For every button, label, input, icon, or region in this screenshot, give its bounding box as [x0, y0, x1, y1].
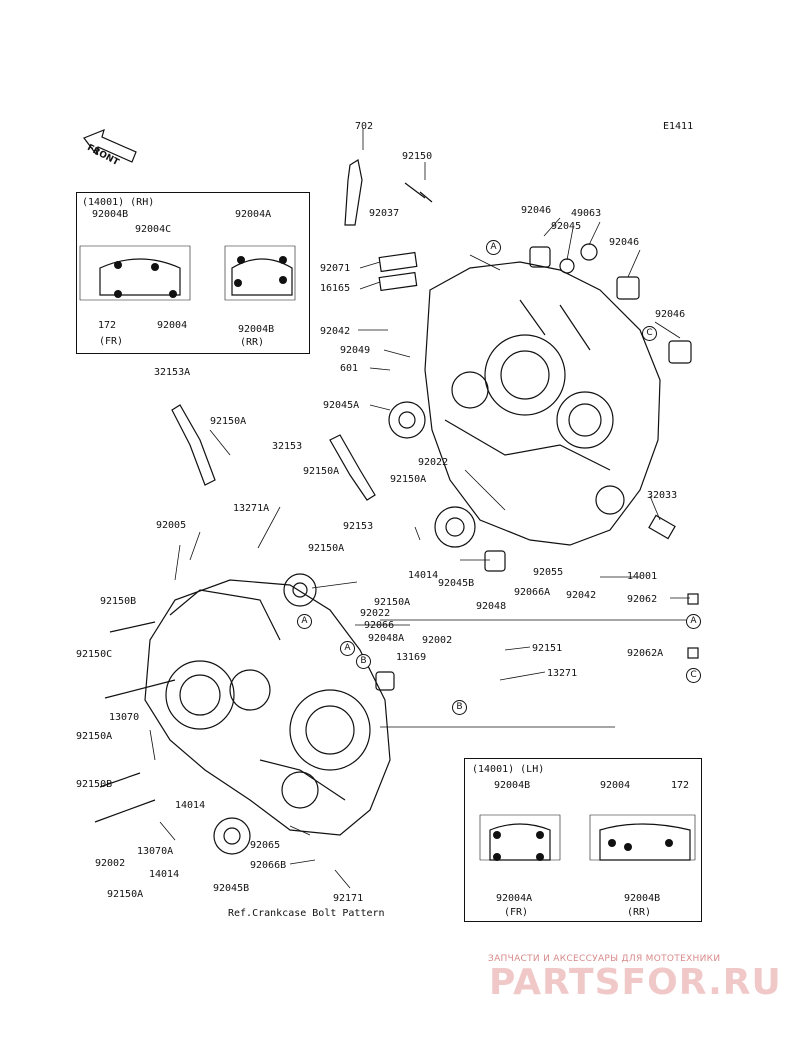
callout-c: C — [642, 326, 657, 341]
inset-rh-label: 92004B — [92, 209, 129, 220]
inset-lh-label: (RR) — [627, 907, 652, 918]
part-label: 92150B — [100, 596, 137, 607]
part-label: 601 — [340, 363, 359, 374]
inset-lh-frame — [464, 758, 702, 922]
part-label: 702 — [355, 121, 374, 132]
part-label: 13169 — [396, 652, 427, 663]
callout-a: A — [340, 641, 355, 656]
part-label: 92066A — [514, 587, 551, 598]
diagram-code: E1411 — [663, 121, 694, 132]
part-label: 92066B — [250, 860, 287, 871]
reference-note: Ref.Crankcase Bolt Pattern — [228, 908, 385, 919]
part-label: 92150A — [374, 597, 411, 608]
part-label: 92066 — [364, 620, 395, 631]
part-label: 92153 — [343, 521, 374, 532]
part-label: 92171 — [333, 893, 364, 904]
part-label: 92045A — [323, 400, 360, 411]
watermark-tagline: ЗАПЧАСТИ И АКСЕССУАРЫ ДЛЯ МОТОТЕХНИКИ — [488, 954, 721, 964]
part-label: 92037 — [369, 208, 400, 219]
part-label: 92048A — [368, 633, 405, 644]
inset-rh-label: (RR) — [240, 337, 265, 348]
part-label: 13070 — [109, 712, 140, 723]
inset-lh-label: 92004 — [600, 780, 631, 791]
part-label: 92150A — [308, 543, 345, 554]
part-label: 92045B — [438, 578, 475, 589]
part-label: 92046 — [521, 205, 552, 216]
callout-b: B — [356, 654, 371, 669]
part-label: 92022 — [418, 457, 449, 468]
part-label: 92150C — [76, 649, 113, 660]
part-label: 92002 — [95, 858, 126, 869]
part-label: 92150A — [303, 466, 340, 477]
part-label: 92049 — [340, 345, 371, 356]
part-label: 92062A — [627, 648, 664, 659]
part-label: 92151 — [532, 643, 563, 654]
callout-c: C — [686, 668, 701, 683]
part-label: 14001 — [627, 571, 658, 582]
part-label: 92045B — [213, 883, 250, 894]
part-label: 13271 — [547, 668, 578, 679]
callout-a: A — [297, 614, 312, 629]
watermark-brand: PARTSFOR.RU — [489, 962, 782, 1003]
inset-lh-label: (FR) — [504, 907, 529, 918]
part-label: 14014 — [408, 570, 439, 581]
part-label: 92042 — [566, 590, 597, 601]
inset-rh-label: 92004A — [235, 209, 272, 220]
part-label: 92150B — [76, 779, 113, 790]
part-label: 13271A — [233, 503, 270, 514]
part-label: 92046 — [655, 309, 686, 320]
part-label: 92150A — [107, 889, 144, 900]
part-label: 92046 — [609, 237, 640, 248]
callout-b: B — [452, 700, 467, 715]
inset-rh-title: (14001) (RH) — [82, 197, 155, 208]
part-label: 14014 — [149, 869, 180, 880]
part-label: 92002 — [422, 635, 453, 646]
part-label: 14014 — [175, 800, 206, 811]
part-label: 92042 — [320, 326, 351, 337]
inset-rh-label: 92004 — [157, 320, 188, 331]
part-label: 92062 — [627, 594, 658, 605]
part-label: 92045 — [551, 221, 582, 232]
part-label: 13070A — [137, 846, 174, 857]
part-label: 92150A — [390, 474, 427, 485]
inset-rh-label: 172 — [98, 320, 117, 331]
inset-rh-frame — [76, 192, 310, 354]
part-label: 92055 — [533, 567, 564, 578]
inset-lh-label: 172 — [671, 780, 690, 791]
part-label: 16165 — [320, 283, 351, 294]
inset-rh-label: 92004C — [135, 224, 172, 235]
part-label: 32153 — [272, 441, 303, 452]
inset-rh-label: (FR) — [99, 336, 124, 347]
callout-a: A — [486, 240, 501, 255]
inset-lh-label: 92004B — [494, 780, 531, 791]
inset-lh-label: 92004A — [496, 893, 533, 904]
part-label: 92022 — [360, 608, 391, 619]
part-label: 92005 — [156, 520, 187, 531]
part-label: 32153A — [154, 367, 191, 378]
inset-lh-title: (14001) (LH) — [472, 764, 545, 775]
callout-a: A — [686, 614, 701, 629]
part-label: 92150A — [76, 731, 113, 742]
part-label: 92065 — [250, 840, 281, 851]
part-label: 92071 — [320, 263, 351, 274]
part-label: 92150A — [210, 416, 247, 427]
part-label: 32033 — [647, 490, 678, 501]
inset-rh-label: 92004B — [238, 324, 275, 335]
part-label: 49063 — [571, 208, 602, 219]
part-label: 92048 — [476, 601, 507, 612]
part-label: 92150 — [402, 151, 433, 162]
inset-lh-label: 92004B — [624, 893, 661, 904]
